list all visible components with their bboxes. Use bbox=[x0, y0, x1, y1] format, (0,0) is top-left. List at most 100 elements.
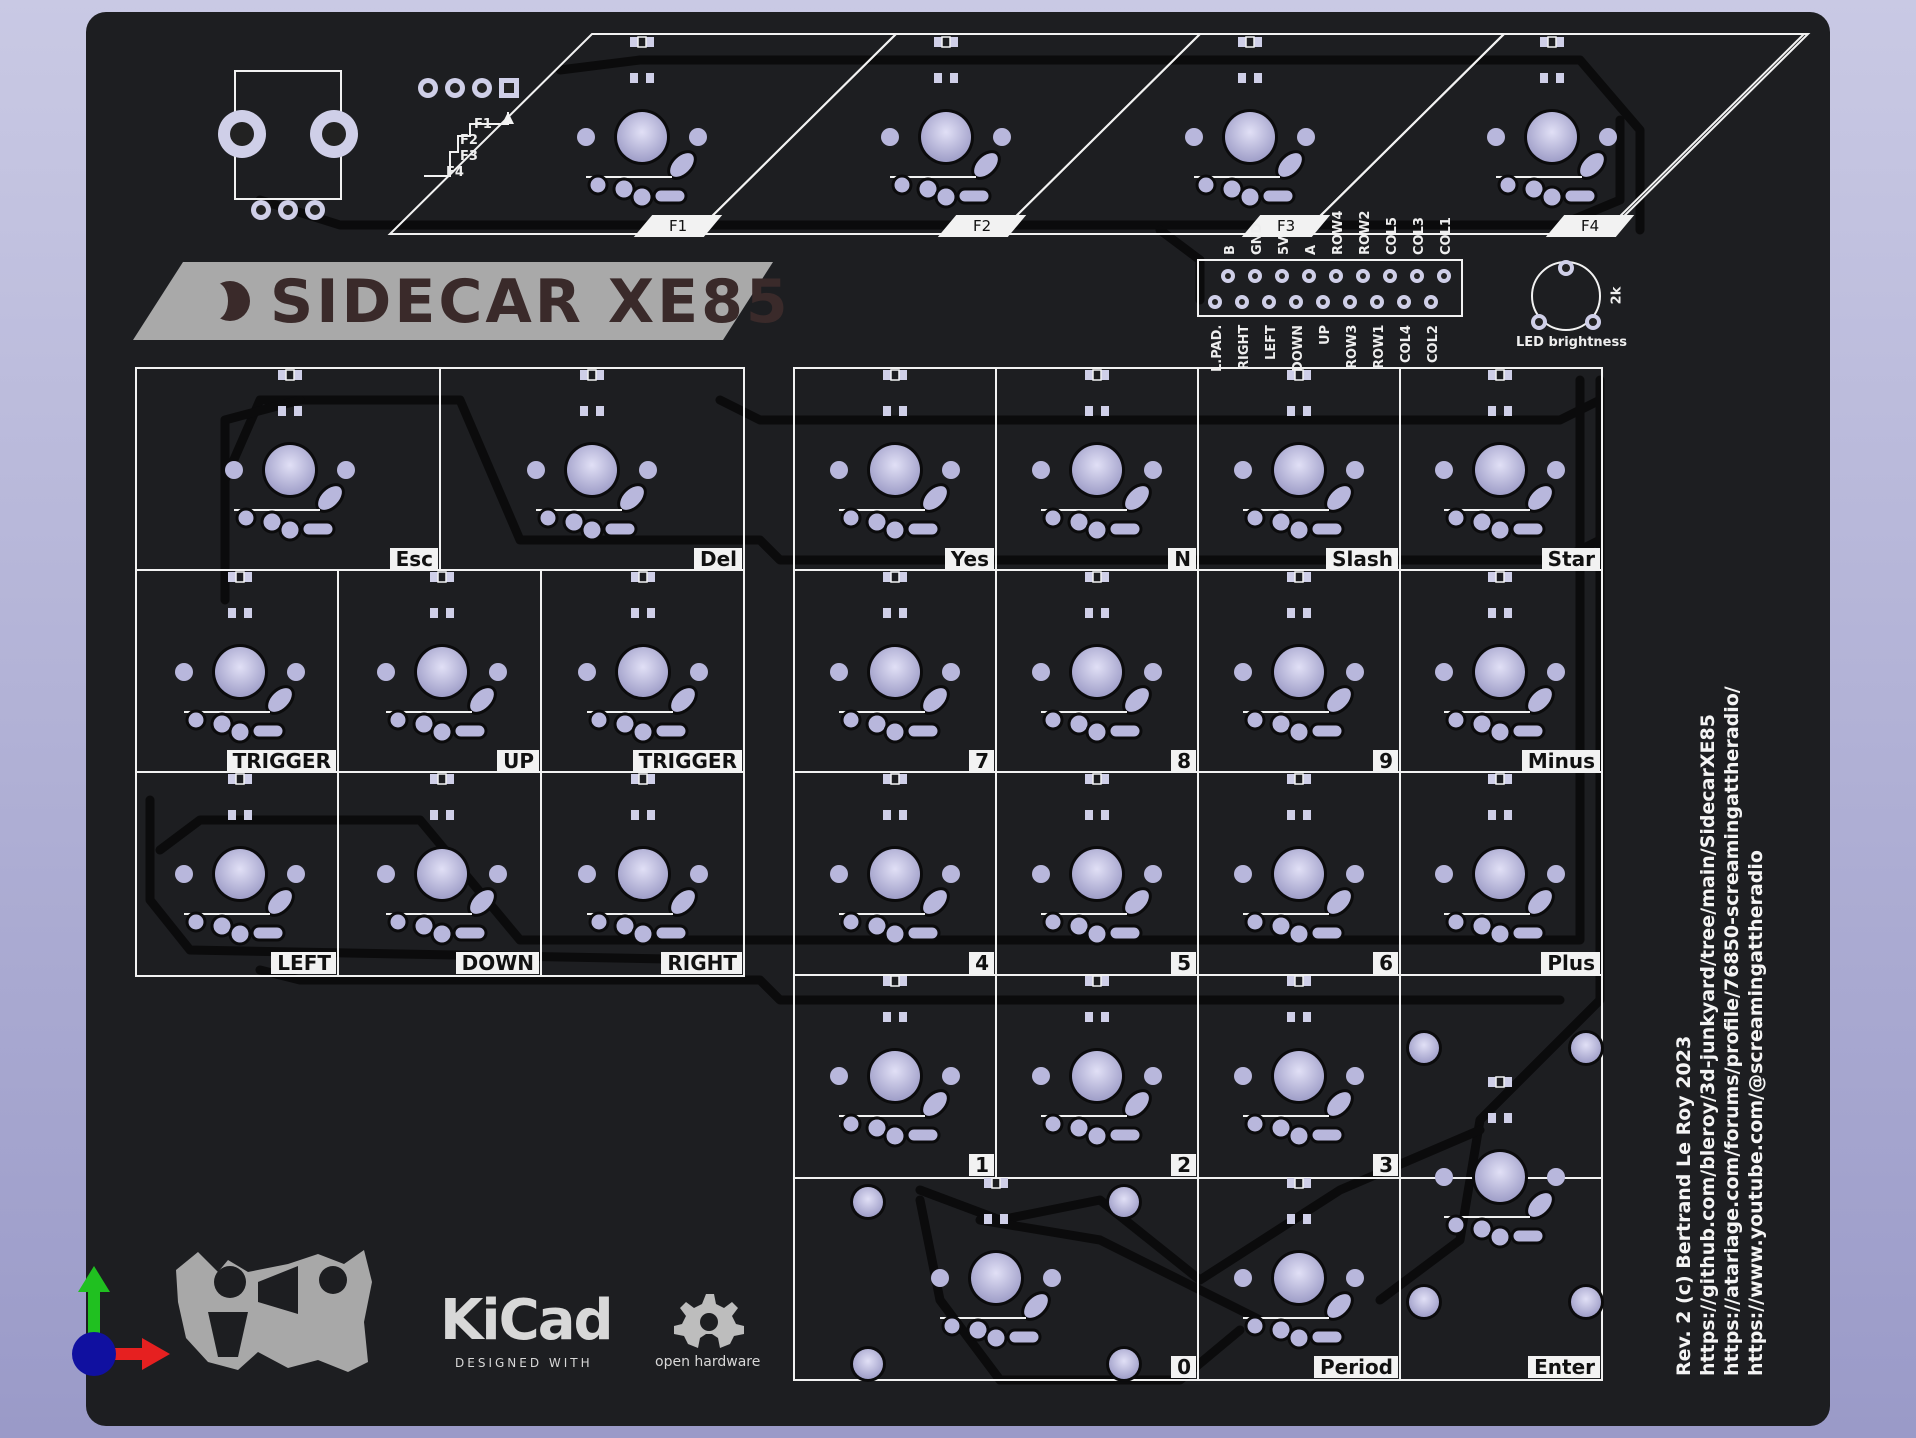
header-top-pin-label-3: 5V bbox=[1277, 235, 1292, 255]
key-label-right-5: 7 bbox=[969, 750, 994, 772]
header-bottom-pin-label-2: RIGHT bbox=[1237, 324, 1252, 370]
key-label-right-12: Plus bbox=[1541, 952, 1600, 974]
right-key-footprint-2 bbox=[1032, 369, 1162, 542]
header-bottom-pin-hole-3 bbox=[1266, 299, 1272, 305]
potentiometer bbox=[1531, 260, 1601, 331]
axis-gizmo-icon[interactable] bbox=[66, 1262, 176, 1382]
right-key-footprint-0 bbox=[931, 1177, 1061, 1350]
right-key-footprint-14 bbox=[1032, 975, 1162, 1148]
header-top-pin-hole-2 bbox=[1252, 273, 1258, 279]
header-top-pin-label-1: B bbox=[1223, 245, 1238, 255]
header-top-pin-label-2: GND bbox=[1250, 222, 1265, 255]
header-top-pin-hole-5 bbox=[1333, 273, 1339, 279]
trace-13 bbox=[975, 1215, 1265, 1325]
header-connector bbox=[1197, 259, 1463, 317]
right-key-footprint-13 bbox=[830, 975, 960, 1148]
right-key-footprint-15 bbox=[1234, 975, 1364, 1148]
header-bottom-pin-label-9: COL2 bbox=[1426, 325, 1441, 363]
left-key-footprint-1 bbox=[225, 369, 355, 542]
key-label-right-1: Yes bbox=[944, 548, 994, 570]
header-bottom-pin-hole-1 bbox=[1212, 299, 1218, 305]
key-label-right-14: 2 bbox=[1171, 1154, 1196, 1176]
header-bottom-pin-label-7: ROW1 bbox=[1372, 324, 1387, 369]
header-top-pin-hole-9 bbox=[1441, 273, 1447, 279]
key-label-right-18: Enter bbox=[1528, 1356, 1600, 1378]
connector-label-f4: F4 bbox=[446, 165, 464, 180]
function-key-connector bbox=[418, 78, 519, 177]
key-label-left-2: Del bbox=[693, 548, 742, 570]
header-bottom-pin-hole-4 bbox=[1293, 299, 1299, 305]
right-key-footprint-10 bbox=[1032, 773, 1162, 946]
header-top-pin-hole-1 bbox=[1225, 273, 1231, 279]
trace-5 bbox=[715, 395, 1605, 425]
key-label-right-3: Slash bbox=[1326, 548, 1398, 570]
trace-6 bbox=[155, 375, 1585, 945]
left-key-footprint-5 bbox=[578, 571, 708, 744]
open-hardware-label: open hardware bbox=[655, 1354, 761, 1370]
title-logo-cutout bbox=[206, 283, 228, 319]
trace-2 bbox=[1155, 225, 1205, 305]
left-key-footprint-6 bbox=[175, 773, 305, 946]
key-label-right-10: 5 bbox=[1171, 952, 1196, 974]
key-label-right-11: 6 bbox=[1373, 952, 1398, 974]
header-bottom-pin-label-5: UP bbox=[1318, 324, 1333, 345]
header-bottom-pin-hole-5 bbox=[1320, 299, 1326, 305]
left-key-footprint-8 bbox=[578, 773, 708, 946]
header-top-pin-label-6: ROW2 bbox=[1358, 210, 1373, 255]
header-top-pin-hole-8 bbox=[1414, 273, 1420, 279]
credit-line-3: https://atariage.com/forums/profile/7685… bbox=[1721, 686, 1743, 1376]
key-label-left-4: UP bbox=[497, 750, 539, 772]
audio-jack-icon bbox=[218, 70, 358, 220]
header-bottom-pin-hole-6 bbox=[1347, 299, 1353, 305]
pot-value-label: 2k bbox=[1609, 286, 1625, 305]
right-key-footprint-7 bbox=[1234, 571, 1364, 744]
stabilizer-pad-4 bbox=[1109, 1349, 1139, 1379]
open-hardware-gear-icon bbox=[674, 1294, 744, 1348]
stabilizer-pad-8 bbox=[1571, 1287, 1601, 1317]
header-top-pin-hole-4 bbox=[1306, 273, 1312, 279]
key-label-right-7: 9 bbox=[1373, 750, 1398, 772]
header-bottom-pin-hole-7 bbox=[1374, 299, 1380, 305]
fkey-footprint-4 bbox=[1487, 36, 1617, 209]
credit-line-4: https://www.youtube.com/@screamingatther… bbox=[1745, 850, 1767, 1376]
key-label-right-17: Period bbox=[1314, 1356, 1398, 1378]
trace-4 bbox=[220, 395, 305, 605]
right-key-footprint-period bbox=[1234, 1177, 1364, 1350]
key-label-left-3: TRIGGER bbox=[226, 750, 336, 772]
fkey-footprint-2 bbox=[881, 36, 1011, 209]
left-key-footprint-4 bbox=[377, 571, 507, 744]
right-key-footprint-11 bbox=[1234, 773, 1364, 946]
key-label-right-2: N bbox=[1168, 548, 1196, 570]
header-bottom-pin-label-4: DOWN bbox=[1291, 324, 1306, 372]
header-top-pin-label-5: ROW4 bbox=[1331, 210, 1346, 255]
key-label-left-5: TRIGGER bbox=[632, 750, 742, 772]
led-brightness-label: LED brightness bbox=[1516, 335, 1627, 350]
trace-11 bbox=[555, 55, 1645, 235]
header-top-pin-label-8: COL3 bbox=[1412, 217, 1427, 255]
right-key-footprint-8 bbox=[1435, 571, 1565, 744]
connector-label-f2: F2 bbox=[460, 133, 478, 148]
right-key-footprint-4 bbox=[1435, 369, 1565, 542]
right-key-footprint-1 bbox=[830, 369, 960, 542]
header-bottom-pin-hole-8 bbox=[1401, 299, 1407, 305]
mascot-logo-icon bbox=[176, 1250, 372, 1372]
left-key-footprint-3 bbox=[175, 571, 305, 744]
kicad-logo-icon: KiCad bbox=[440, 1288, 614, 1353]
right-key-footprint-6 bbox=[1032, 571, 1162, 744]
right-key-footprint-12 bbox=[1435, 773, 1565, 946]
right-key-footprint-3 bbox=[1234, 369, 1364, 542]
stabilizer-pad-7 bbox=[1409, 1287, 1439, 1317]
fkey-footprint-1 bbox=[577, 36, 707, 209]
header-top-pin-hole-3 bbox=[1279, 273, 1285, 279]
header-top-pin-label-7: COL5 bbox=[1385, 217, 1400, 255]
right-key-footprint-5 bbox=[830, 571, 960, 744]
key-label-right-9: 4 bbox=[969, 952, 994, 974]
stabilizer-pad-2 bbox=[1109, 1187, 1139, 1217]
header-top-pin-hole-6 bbox=[1360, 273, 1366, 279]
key-label-left-7: DOWN bbox=[455, 952, 539, 974]
kicad-logo-subtitle: DESIGNED WITH bbox=[455, 1356, 593, 1370]
switch-footprints bbox=[175, 36, 1617, 1382]
header-top-pin-label-9: COL1 bbox=[1439, 217, 1454, 255]
